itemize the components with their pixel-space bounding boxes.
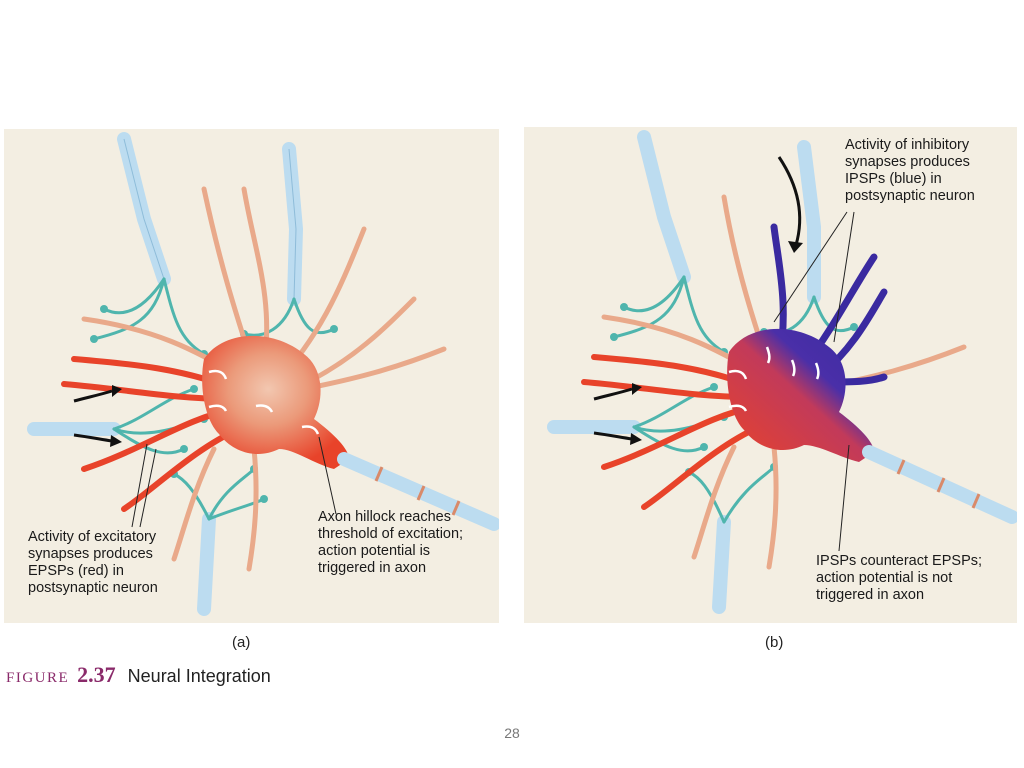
figure-caption: FIGURE 2.37 Neural Integration [6, 662, 271, 692]
soma-b [727, 328, 874, 462]
postsynaptic-axon-a [337, 452, 499, 531]
caption-excitatory: Activity of excitatory synapses produces… [28, 529, 158, 596]
figure-word: FIGURE [6, 670, 70, 686]
leader-lines-b [773, 211, 855, 552]
soma-a [202, 335, 349, 469]
panel-a-excitatory: Activity of excitatory synapses produces… [4, 129, 499, 623]
figure-number: 2.37 [77, 662, 116, 687]
panel-b-inhibitory: Activity of inhibitory synapses produces… [524, 127, 1017, 623]
leader-lines-a [131, 436, 337, 528]
panel-b-label: (b) [765, 634, 784, 651]
neuron-illustration-a [27, 132, 499, 616]
figure-title: Neural Integration [127, 666, 271, 686]
page-number: 28 [504, 725, 520, 741]
caption-axon-hillock: Axon hillock reaches threshold of excita… [318, 509, 464, 576]
caption-inhibitory: Activity of inhibitory synapses produces… [845, 137, 975, 204]
panel-a-label: (a) [232, 634, 251, 651]
neuron-illustration-b [547, 130, 1017, 614]
current-flow-arrows [208, 369, 320, 435]
input-arrows [73, 389, 113, 443]
caption-ipsp-counteract: IPSPs counteract EPSPs; action potential… [816, 553, 983, 603]
